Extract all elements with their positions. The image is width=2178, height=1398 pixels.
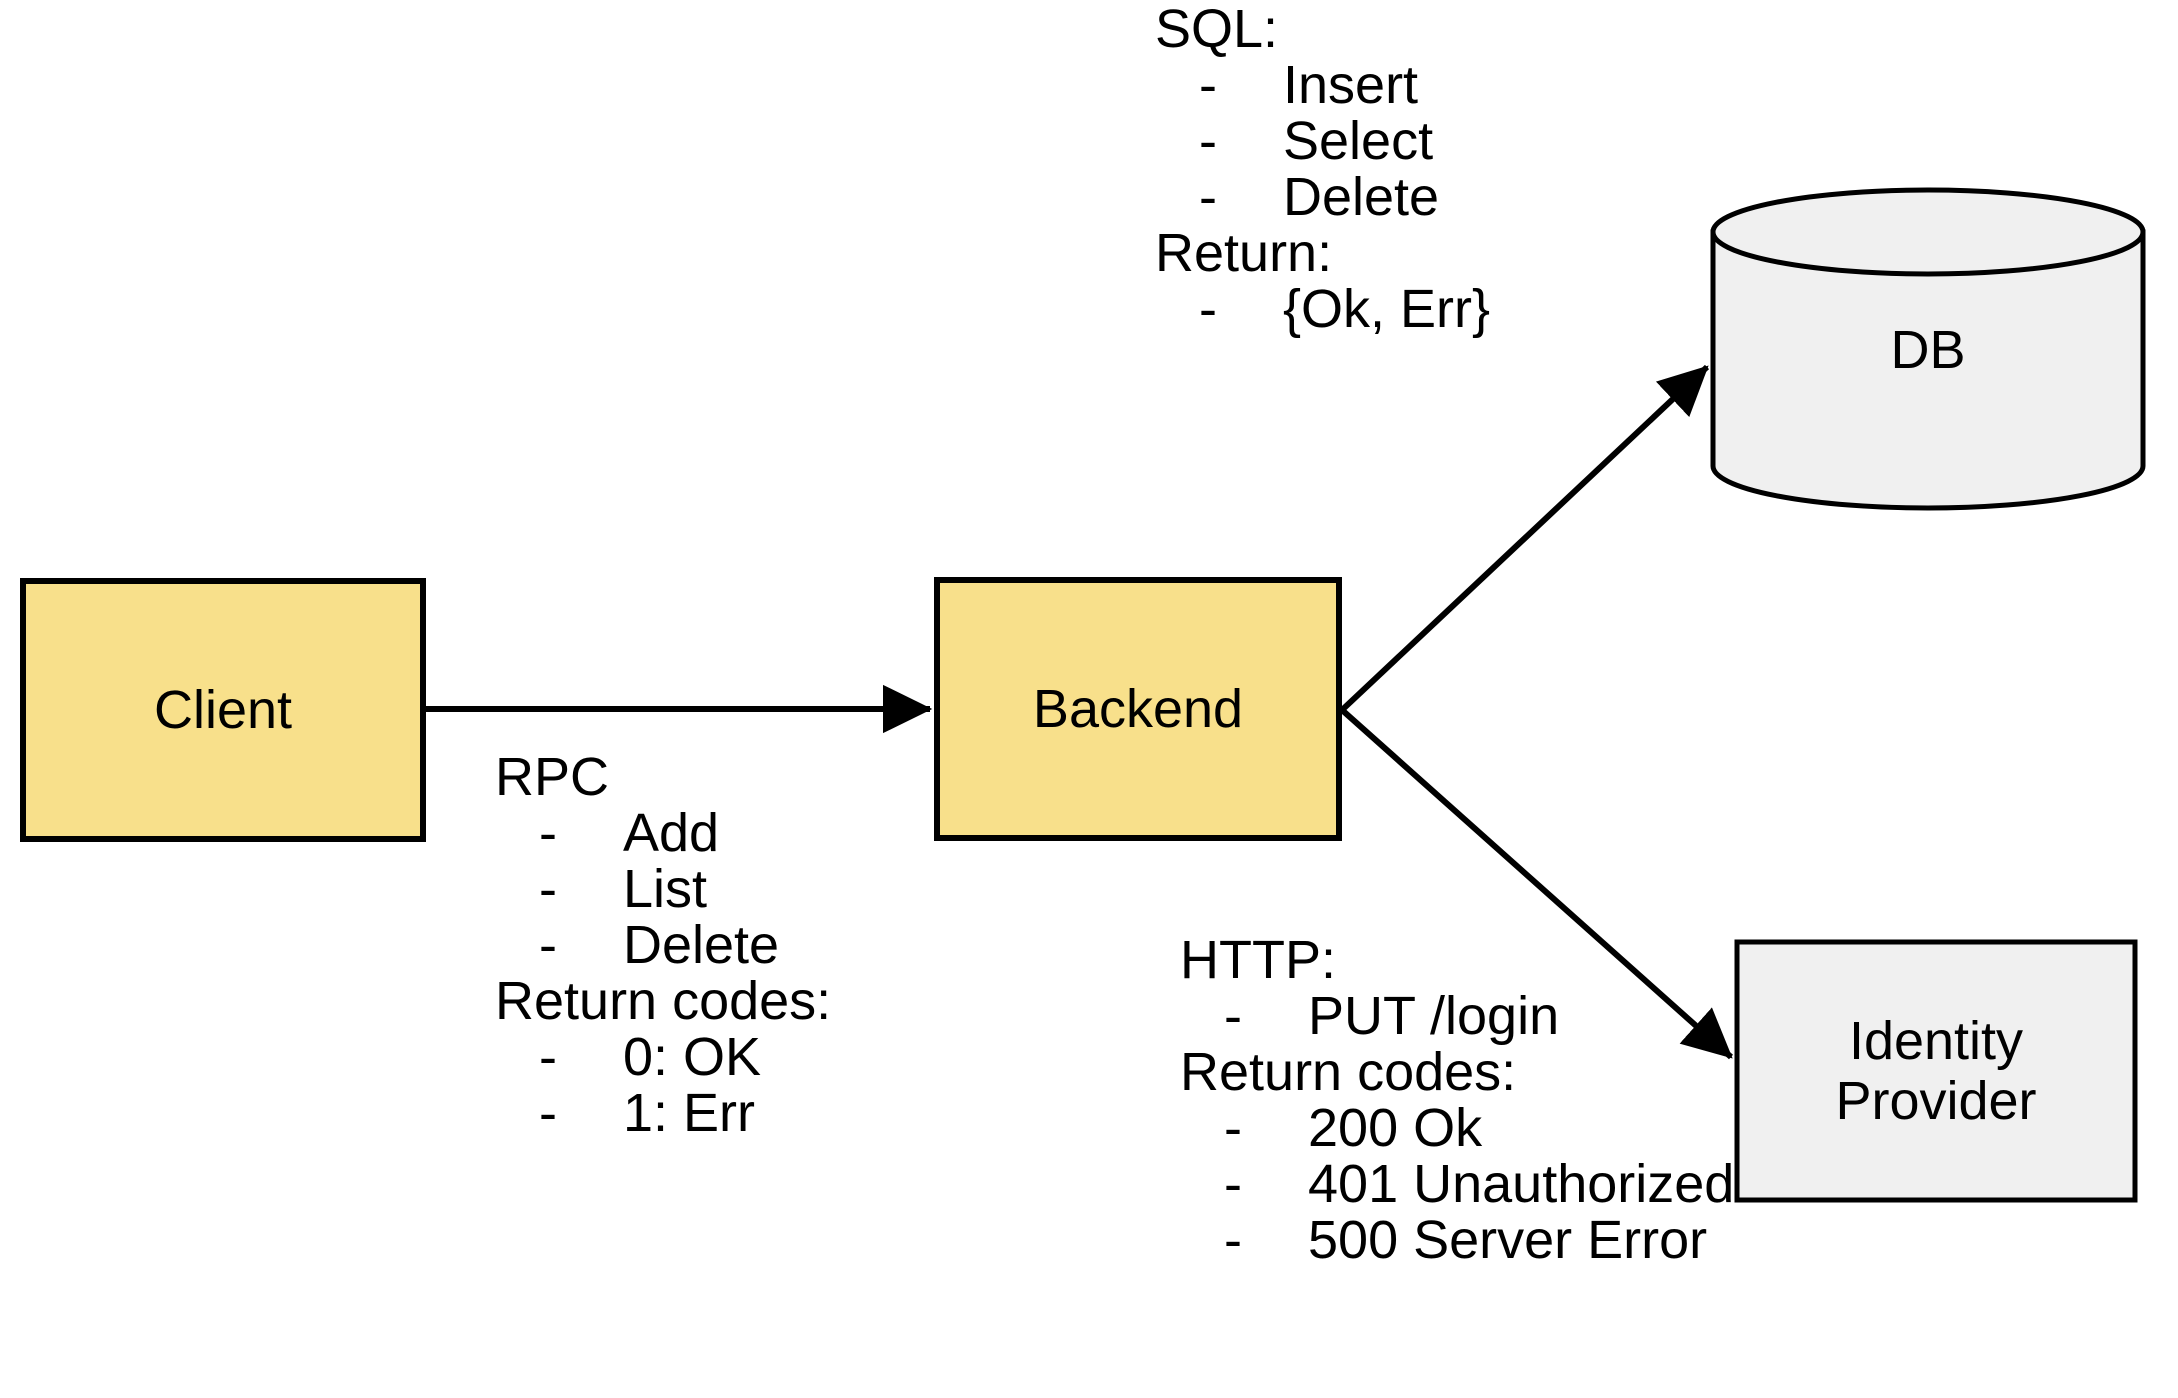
bullet-dash: - [1224, 1210, 1242, 1270]
annotation-rpc-item-text: List [623, 859, 708, 919]
bullet-dash: - [539, 859, 557, 919]
annotation-http-heading-1: HTTP: [1180, 930, 1336, 990]
annotation-http-return-item: - 500 Server Error [1180, 1213, 1734, 1267]
node-backend-label: Backend [1032, 678, 1244, 739]
annotation-sql-item: - Select [1155, 114, 1490, 168]
annotation-rpc-return-item-text: 1: Err [623, 1083, 756, 1143]
annotation-http-return-item: - 200 Ok [1180, 1101, 1734, 1155]
bullet-dash: - [1224, 986, 1242, 1046]
annotation-rpc-item-text: Add [623, 803, 720, 863]
annotation-sql-item: - Insert [1155, 58, 1490, 112]
annotation-http-item: - PUT /login [1180, 989, 1734, 1043]
annotation-rpc-item: - List [495, 862, 831, 916]
annotation-rpc-heading-1: RPC [495, 747, 610, 807]
annotation-rpc-heading-2: Return codes: [495, 971, 832, 1031]
bullet-dash: - [1224, 1098, 1242, 1158]
bullet-dash: - [539, 1083, 557, 1143]
annotation-sql-item-text: Delete [1283, 167, 1440, 227]
annotation-http-item-text: PUT /login [1308, 986, 1560, 1046]
annotation-http-return-item-text: 401 Unauthorized [1308, 1154, 1735, 1214]
annotation-sql-heading-2: Return: [1155, 223, 1333, 283]
bullet-dash: - [539, 915, 557, 975]
bullet-dash: - [1199, 279, 1217, 339]
bullet-dash: - [539, 1027, 557, 1087]
bullet-dash: - [539, 803, 557, 863]
annotation-rpc-item: - Delete [495, 918, 831, 972]
annotation-sql-item-text: Select [1283, 111, 1434, 171]
annotation-http-return-item-text: 200 Ok [1308, 1098, 1483, 1158]
annotation-sql: SQL: - Insert - Select - Delete Return: - {O… [1155, 2, 1490, 338]
annotation-rpc-item: - Add [495, 806, 831, 860]
bullet-dash: - [1199, 167, 1217, 227]
annotation-sql-heading-1: SQL: [1155, 0, 1279, 59]
edge-backend-to-db [1339, 364, 1710, 713]
annotation-sql-return-item-text: {Ok, Err} [1283, 279, 1491, 339]
annotation-http-return-item-text: 500 Server Error [1308, 1210, 1708, 1270]
annotation-sql-item: - Delete [1155, 170, 1490, 224]
annotation-http: HTTP: -PUT /login Return codes: -200 Ok … [1180, 933, 1734, 1269]
annotation-rpc: RPC - Add - List - Delete Return codes: - 0:… [495, 750, 831, 1142]
bullet-dash: - [1199, 111, 1217, 171]
annotation-rpc-return-item: - 0: OK [495, 1030, 831, 1084]
bullet-dash: - [1199, 55, 1217, 115]
annotation-http-return-item: - 401 Unauthorized [1180, 1157, 1734, 1211]
node-idp-label: Identity Provider [1835, 1010, 2037, 1131]
annotation-rpc-return-item-text: 0: OK [623, 1027, 762, 1087]
node-client-label: Client [153, 679, 293, 740]
bullet-dash: - [1224, 1154, 1242, 1214]
annotation-rpc-return-item: - 1: Err [495, 1086, 831, 1140]
annotation-sql-item-text: Insert [1283, 55, 1419, 115]
annotation-sql-return-item: - {Ok, Err} [1155, 282, 1490, 336]
annotation-rpc-item-text: Delete [623, 915, 780, 975]
node-db-label: DB [1890, 320, 1966, 381]
annotation-http-heading-2: Return codes: [1180, 1042, 1517, 1102]
